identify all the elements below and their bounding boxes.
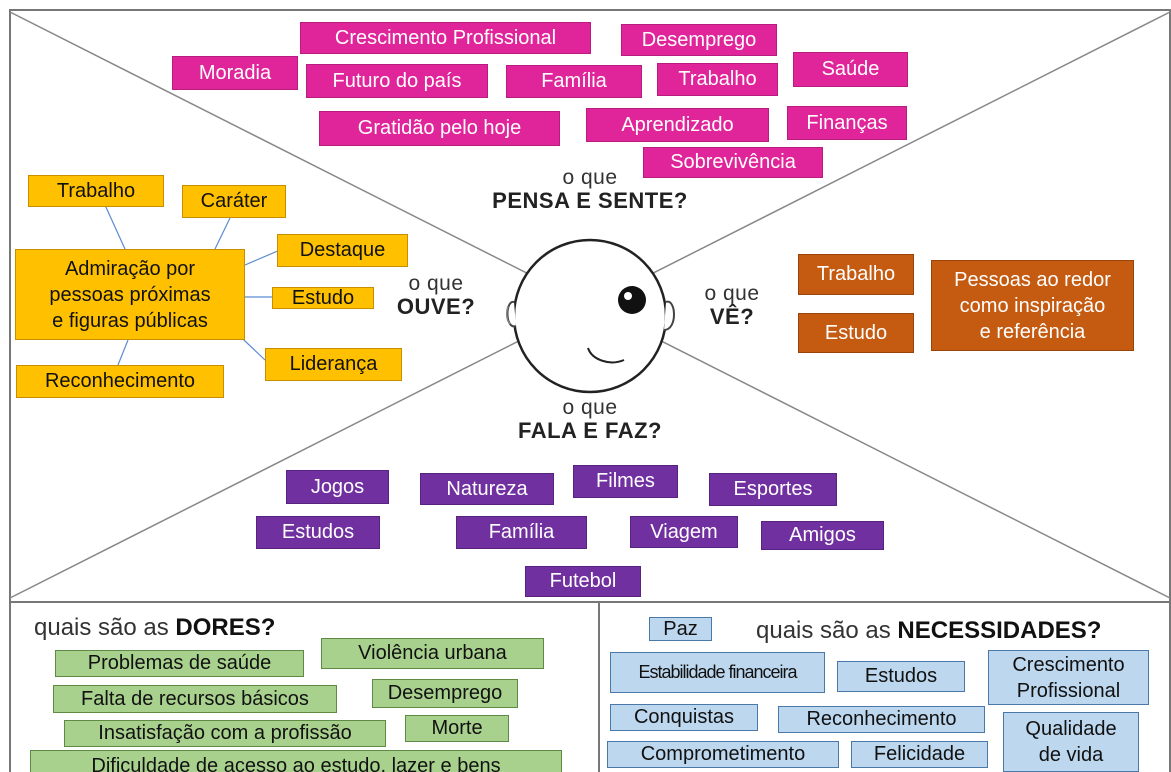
note-necessidades: Comprometimento [607, 741, 839, 768]
ouve-title-big: OUVE? [396, 294, 476, 320]
note-pensa: Trabalho [657, 63, 778, 96]
note-dores: Morte [405, 715, 509, 742]
pensa-title-small: o que [562, 166, 618, 189]
note-necessidades: Conquistas [610, 704, 758, 731]
note-dores: Violência urbana [321, 638, 544, 669]
note-ve: Pessoas ao redor como inspiração e refer… [931, 260, 1134, 351]
ve-title-small: o que [704, 282, 760, 305]
pensa-title-big: PENSA E SENTE? [492, 188, 688, 214]
ouve-title-small: o que [408, 272, 464, 295]
necessidades-prefix: quais são as [756, 617, 898, 644]
note-ouve: Reconhecimento [16, 365, 224, 398]
note-fala: Família [456, 516, 587, 549]
note-ve: Trabalho [798, 254, 914, 295]
note-ouve: Admiração por pessoas próximas e figuras… [15, 249, 245, 340]
ouve-title: o que OUVE? [380, 272, 492, 320]
ve-title: o que VÊ? [682, 282, 782, 330]
ve-title-big: VÊ? [709, 304, 755, 330]
note-dores: Desemprego [372, 679, 518, 708]
note-ouve: Caráter [182, 185, 286, 218]
note-necessidades: Estudos [837, 661, 965, 692]
note-ouve: Liderança [265, 348, 402, 381]
pensa-title: o que PENSA E SENTE? [470, 166, 710, 214]
note-necessidades: Estabilidade financeira [610, 652, 825, 693]
dores-prefix: quais são as [34, 614, 176, 641]
fala-title: o que FALA E FAZ? [480, 396, 700, 444]
note-necessidades: Qualidade de vida [1003, 712, 1139, 772]
note-pensa: Sobrevivência [643, 147, 823, 178]
note-pensa: Família [506, 65, 642, 98]
dores-heading: quais são as DORES? [34, 614, 275, 642]
fala-title-small: o que [562, 396, 618, 419]
note-pensa: Crescimento Profissional [300, 22, 591, 54]
note-fala: Esportes [709, 473, 837, 506]
note-pensa: Saúde [793, 52, 908, 87]
note-fala: Filmes [573, 465, 678, 498]
necessidades-bold: NECESSIDADES? [897, 617, 1102, 644]
fala-title-big: FALA E FAZ? [517, 418, 662, 444]
note-necessidades: Crescimento Profissional [988, 650, 1149, 705]
necessidades-heading: quais são as NECESSIDADES? [756, 617, 1101, 645]
note-pensa: Desemprego [621, 24, 777, 56]
note-necessidades: Paz [649, 617, 712, 641]
note-fala: Estudos [256, 516, 380, 549]
note-fala: Jogos [286, 470, 389, 504]
note-ouve: Destaque [277, 234, 408, 267]
note-ouve: Trabalho [28, 175, 164, 207]
note-pensa: Moradia [172, 56, 298, 90]
note-fala: Amigos [761, 521, 884, 550]
note-dores: Insatisfação com a profissão [64, 720, 386, 747]
note-ouve: Estudo [272, 287, 374, 309]
note-fala: Viagem [630, 516, 738, 548]
note-pensa: Futuro do país [306, 64, 488, 98]
note-dores: Problemas de saúde [55, 650, 304, 677]
note-dores: Falta de recursos básicos [53, 685, 337, 713]
note-necessidades: Felicidade [851, 741, 988, 768]
dores-bold: DORES? [175, 614, 276, 641]
note-ve: Estudo [798, 313, 914, 353]
note-pensa: Aprendizado [586, 108, 769, 142]
note-fala: Futebol [525, 566, 641, 597]
note-necessidades: Reconhecimento [778, 706, 985, 733]
head-drawing [505, 238, 675, 394]
note-pensa: Finanças [787, 106, 907, 140]
note-fala: Natureza [420, 473, 554, 505]
note-dores: Dificuldade de acesso ao estudo, lazer e… [30, 750, 562, 772]
note-pensa: Gratidão pelo hoje [319, 111, 560, 146]
